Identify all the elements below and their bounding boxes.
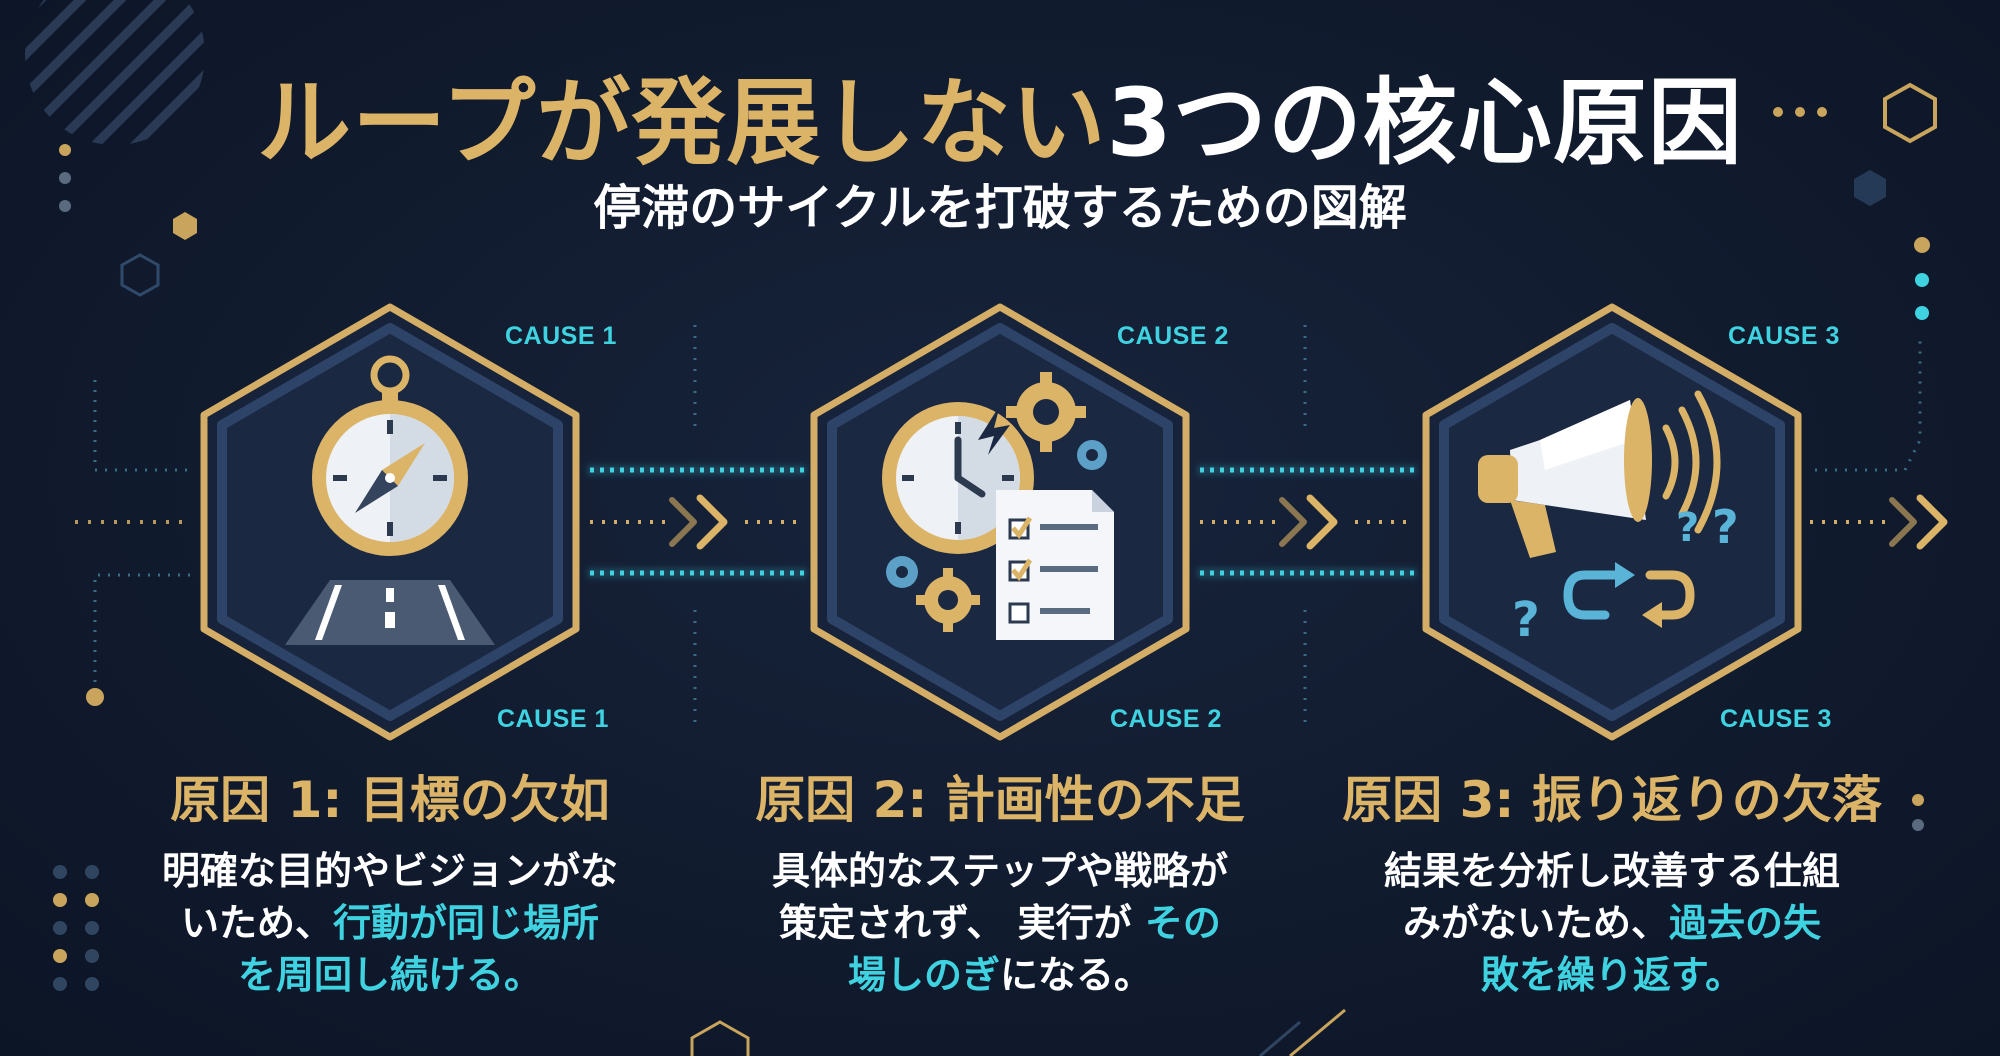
cause-1-tag-top: CAUSE 1 — [505, 322, 617, 350]
description-line: を周回し続ける。 — [237, 953, 542, 997]
chevron-right-icon — [1889, 494, 1948, 550]
question-mark-icon: ? — [1512, 592, 1540, 648]
description-line: いため、行動が同じ場所 — [180, 901, 600, 945]
hexagon-decoration — [120, 253, 160, 297]
description-line: 具体的なステップや戦略が — [771, 849, 1228, 893]
cause-3-hexagon — [1422, 303, 1802, 741]
clock-checklist-gears-icon — [882, 372, 1114, 640]
cause-1-description: 明確な目的やビジョンがな いため、行動が同じ場所 を周回し続ける。 — [90, 845, 690, 1001]
hexagon-decoration — [1854, 170, 1886, 206]
cause-2-tag-bottom: CAUSE 2 — [1110, 705, 1222, 733]
hexagon-decoration — [690, 1020, 750, 1056]
chevron-right-icon — [669, 494, 728, 550]
page-subtitle: 停滞のサイクルを打破するための図解 — [593, 180, 1407, 236]
cause-2-description: 具体的なステップや戦略が 策定されず、 実行が その 場しのぎになる。 — [700, 845, 1300, 1001]
megaphone-loop-icon — [1478, 390, 1721, 628]
description-line: 結果を分析し改善する仕組 — [1383, 849, 1840, 893]
chevron-right-icon — [1279, 494, 1338, 550]
cause-3-tag-top: CAUSE 3 — [1728, 322, 1840, 350]
cause-3-description: 結果を分析し改善する仕組 みがないため、過去の失 敗を繰り返す。 — [1312, 845, 1912, 1001]
description-line: 敗を繰り返す。 — [1480, 953, 1744, 997]
description-line: みがないため、過去の失 — [1402, 901, 1822, 945]
compass-road-icon — [285, 355, 495, 645]
cause-1-title: 原因 1: 目標の欠如 — [170, 771, 610, 829]
question-mark-icon: ? — [1676, 505, 1700, 551]
cause-1-tag-bottom: CAUSE 1 — [497, 705, 609, 733]
cause-2-tag-top: CAUSE 2 — [1117, 322, 1229, 350]
hexagon-decoration — [1883, 82, 1937, 144]
cause-3-tag-bottom: CAUSE 3 — [1720, 705, 1832, 733]
cause-3-title: 原因 3: 振り返りの欠落 — [1342, 771, 1882, 829]
cause-2-title: 原因 2: 計画性の不足 — [755, 771, 1245, 829]
hexagon-decoration — [173, 212, 197, 240]
page-title: ループが発展しない3つの核心原因 — [0, 68, 2000, 181]
description-line: 明確な目的やビジョンがな — [161, 849, 618, 893]
title-white-part: 3つの核心原因 — [1106, 69, 1743, 178]
title-gold-part: ループが発展しない — [257, 69, 1107, 178]
description-line: 場しのぎになる。 — [847, 953, 1153, 997]
question-mark-icon: ? — [1712, 500, 1739, 554]
description-line: 策定されず、 実行が その — [779, 901, 1221, 945]
